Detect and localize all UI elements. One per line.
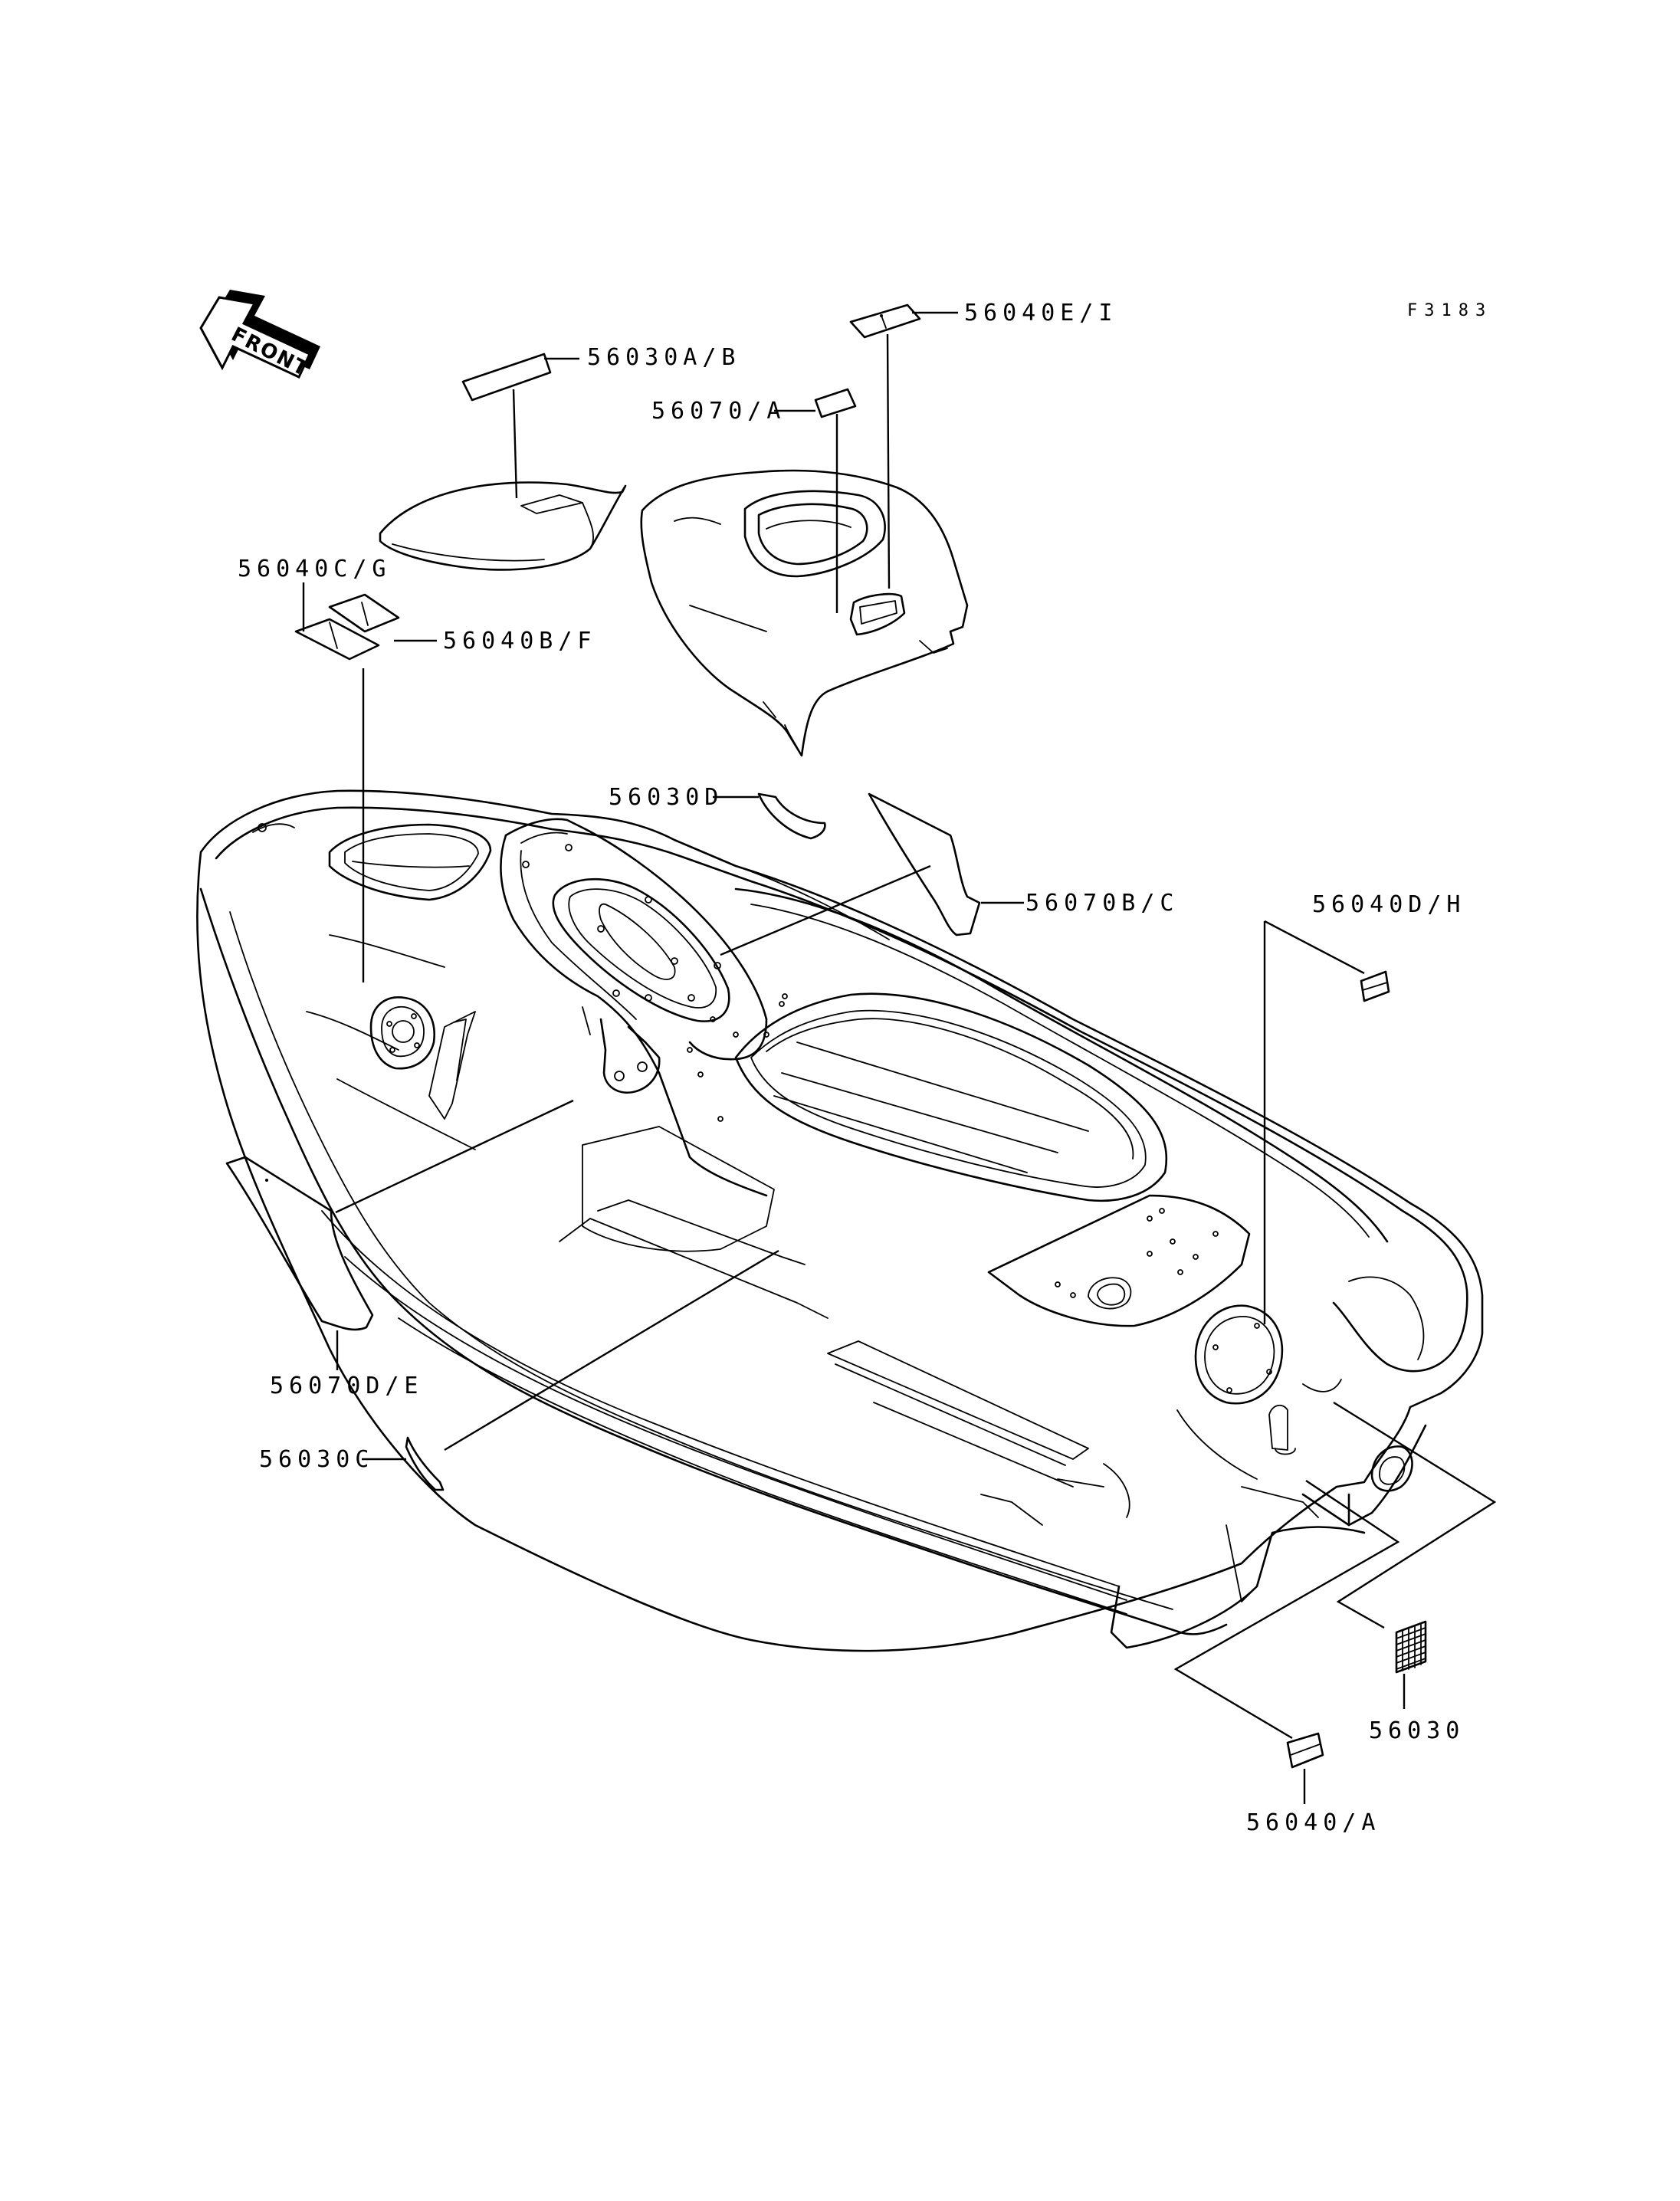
decal-56070A-icon <box>814 388 857 418</box>
left-hatch-cap <box>369 996 435 1070</box>
decal-56040EI-icon <box>849 303 921 339</box>
label-56030AB: 56030A/B <box>587 344 741 371</box>
label-56030C: 56030C <box>259 1446 374 1473</box>
label-56070A: 56070/A <box>651 398 786 425</box>
label-56070BC: 56070B/C <box>1025 890 1180 917</box>
label-56030D: 56030D <box>609 784 724 811</box>
label-56040DH: 56040D/H <box>1312 891 1466 918</box>
decal-56030D-icon <box>757 792 826 840</box>
decal-56040CG-icon <box>294 618 380 661</box>
decal-56040DH-icon <box>1360 970 1390 1002</box>
label-56040A: 56040/A <box>1246 1809 1380 1836</box>
label-56040EI: 56040E/I <box>964 300 1118 326</box>
front-arrow-icon: FRONT <box>199 290 320 382</box>
decal-56030AB-icon <box>461 353 552 402</box>
decal-56040BF-icon <box>328 593 400 633</box>
decal-56030C-icon <box>405 1436 445 1491</box>
decal-56070DE-icon <box>225 1156 374 1331</box>
hull-part <box>196 789 1484 1652</box>
warning-label-grid-icon <box>1395 1620 1427 1674</box>
rear-hatch-cap <box>1194 1304 1284 1405</box>
deck-cover-part <box>640 469 969 757</box>
label-56040BF: 56040B/F <box>443 628 597 654</box>
decal-56070BC-icon <box>868 792 981 936</box>
decal-56040A-icon <box>1286 1732 1324 1769</box>
figure-code: F3183 <box>1407 301 1492 320</box>
seat-part <box>379 481 627 571</box>
label-56040CG: 56040C/G <box>238 556 392 582</box>
label-56030: 56030 <box>1369 1717 1465 1744</box>
label-56070DE: 56070D/E <box>270 1373 424 1399</box>
